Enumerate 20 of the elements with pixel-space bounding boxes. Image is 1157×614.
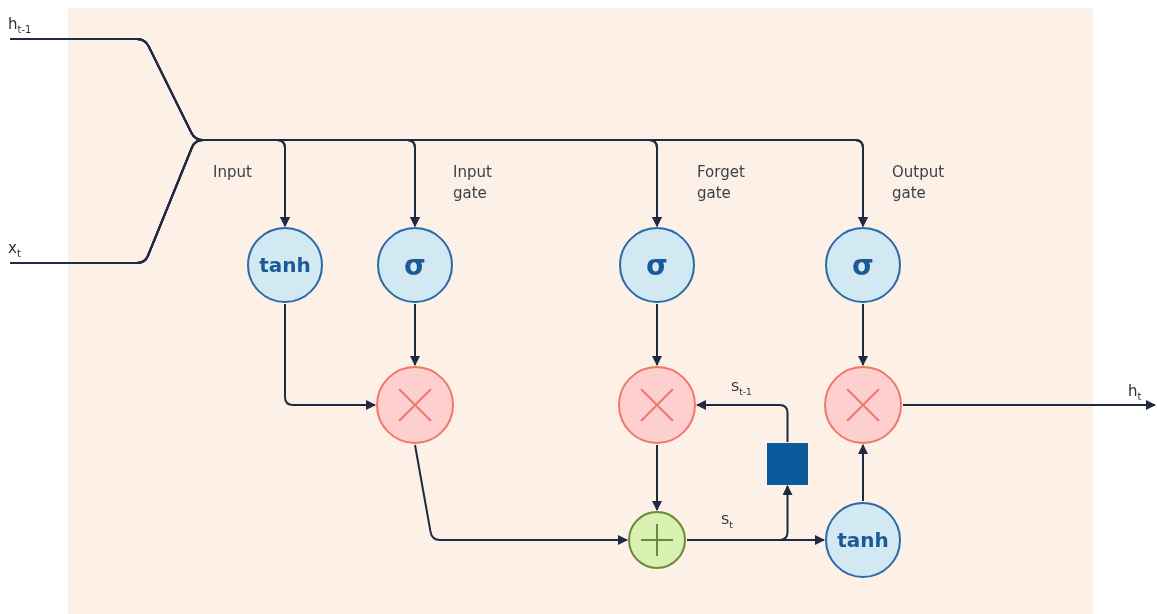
- arrow: [902, 400, 1156, 410]
- arrow: [414, 444, 628, 545]
- edge-label: S$_{t}$: [719, 512, 735, 530]
- arrow: [284, 303, 376, 410]
- gate-label: Forget gate: [697, 162, 746, 204]
- delay-box: [767, 443, 808, 485]
- arrow: [858, 444, 868, 502]
- arrow: [652, 303, 662, 366]
- edge-label: S$_{t-1}$: [729, 379, 754, 397]
- gate-label: Output gate: [892, 162, 946, 204]
- gate-label: Input: [213, 162, 253, 183]
- signal-label: h$_{t}$: [1128, 379, 1142, 409]
- signal-label: x$_{t}$: [8, 236, 21, 266]
- arrow: [858, 303, 868, 366]
- arrow: [686, 485, 793, 541]
- gate-label: Input gate: [453, 162, 493, 204]
- arrow: [696, 400, 789, 443]
- signal-label: h$_{t-1}$: [8, 12, 32, 42]
- arrow: [410, 303, 420, 366]
- arrow: [652, 444, 662, 511]
